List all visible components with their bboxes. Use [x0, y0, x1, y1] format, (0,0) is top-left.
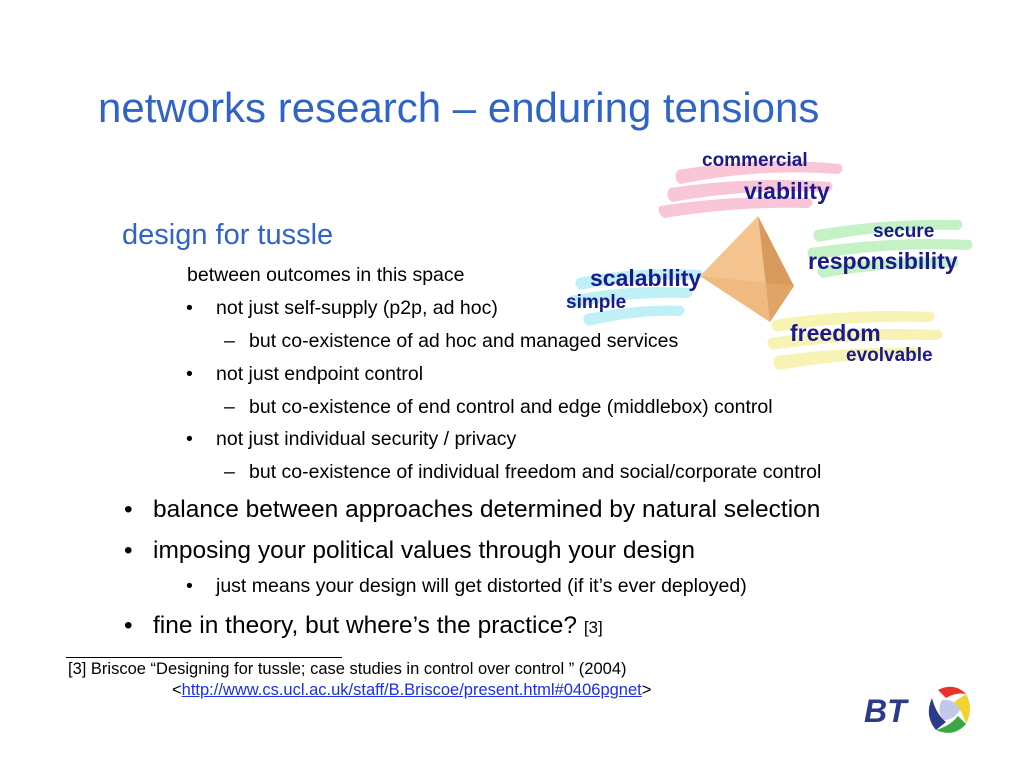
- list-subitem: but co-existence of individual freedom a…: [249, 461, 822, 483]
- slide-title: networks research – enduring tensions: [98, 84, 820, 131]
- footnote-text: [3] Briscoe “Designing for tussle; case …: [68, 660, 627, 678]
- list-subitem: but co-existence of ad hoc and managed s…: [249, 330, 679, 352]
- list-item: not just self-supply (p2p, ad hoc): [216, 297, 498, 319]
- bullet-marker: •: [124, 537, 133, 564]
- link-bracket-open: <: [172, 681, 182, 699]
- pink-streaks: [658, 161, 843, 218]
- bullet-marker: •: [186, 297, 193, 319]
- bt-logo: BT: [862, 680, 982, 740]
- bullet-marker: •: [124, 612, 133, 639]
- list-subitem: just means your design will get distorte…: [216, 575, 747, 597]
- bullet-marker: •: [186, 575, 193, 597]
- main-bullet-text: fine in theory, but where’s the practice…: [153, 612, 578, 639]
- link-bracket-close: >: [641, 681, 652, 699]
- list-subitem: but co-existence of end control and edge…: [249, 396, 773, 418]
- main-bullet: balance between approaches determined by…: [153, 496, 821, 523]
- label-simple: simple: [566, 292, 627, 313]
- label-commercial: commercial: [702, 150, 808, 171]
- dash-marker: –: [224, 330, 235, 352]
- bullet-marker: •: [124, 496, 133, 523]
- label-viability: viability: [744, 178, 830, 204]
- tension-diagram-graphic: [567, 161, 973, 370]
- pyramid-icon: [700, 216, 794, 322]
- main-bullet: fine in theory, but where’s the practice…: [153, 612, 603, 640]
- bt-logo-graphic: BT: [864, 686, 970, 734]
- list-item: not just endpoint control: [216, 363, 424, 385]
- section-heading: design for tussle: [122, 219, 334, 251]
- dash-marker: –: [224, 396, 235, 418]
- list-item: not just individual security / privacy: [216, 428, 517, 450]
- green-streaks: [807, 219, 973, 278]
- dash-marker: –: [224, 461, 235, 483]
- label-secure: secure: [873, 221, 935, 242]
- footnote-link-line: <http://www.cs.ucl.ac.uk/staff/B.Briscoe…: [172, 681, 651, 700]
- reference-marker: [3]: [583, 618, 603, 637]
- bullet-marker: •: [186, 428, 193, 450]
- intro-text: between outcomes in this space: [187, 264, 465, 286]
- bullet-marker: •: [186, 363, 193, 385]
- label-freedom: freedom: [790, 320, 881, 346]
- tension-diagram: commercial viability secure responsibili…: [560, 148, 1020, 388]
- label-evolvable: evolvable: [846, 345, 933, 366]
- yellow-streaks: [767, 311, 943, 370]
- bt-logo-text: BT: [864, 693, 909, 729]
- footnote-link[interactable]: http://www.cs.ucl.ac.uk/staff/B.Briscoe/…: [181, 681, 642, 699]
- cyan-streaks: [567, 269, 703, 326]
- label-responsibility: responsibility: [808, 248, 958, 274]
- footnote-rule: [66, 657, 342, 658]
- main-bullet: imposing your political values through y…: [153, 537, 696, 564]
- label-scalability: scalability: [590, 265, 702, 291]
